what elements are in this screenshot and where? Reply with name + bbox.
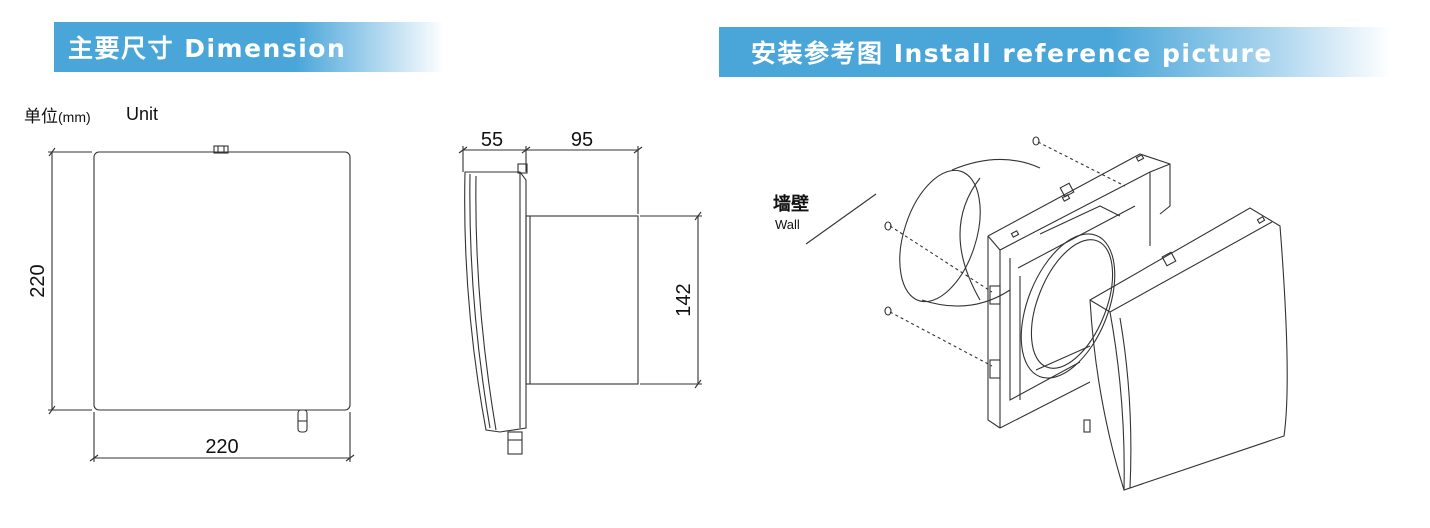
- unit-label-en: Unit: [126, 104, 159, 124]
- front-height-value: 220: [27, 264, 49, 297]
- duct-rear-opening: [899, 169, 981, 303]
- side-cover: [464, 171, 527, 433]
- side-view: [458, 146, 702, 455]
- side-duct: [525, 215, 639, 385]
- wall-leader-line: [805, 193, 877, 245]
- front-cover-panel: [1089, 207, 1288, 491]
- front-panel-outline: [93, 151, 351, 411]
- frame-top-edge: [987, 153, 1171, 237]
- screw-top-icon: [1032, 136, 1040, 146]
- screw-middle-icon: [884, 221, 892, 231]
- dimension-title-text: 主要尺寸 Dimension: [68, 34, 347, 63]
- unit-label-cn: 单位: [24, 107, 58, 126]
- front-width-value: 220: [205, 436, 238, 458]
- install-section-title: 安装参考图 Install reference picture: [719, 27, 1391, 77]
- dimension-section-title: 主要尺寸 Dimension: [54, 22, 444, 72]
- unit-label: 单位(mm): [24, 102, 91, 127]
- side-top-knob: [517, 163, 528, 174]
- wall-label-cn: 墙壁: [773, 194, 809, 215]
- screw-guide-top: [1037, 141, 1126, 187]
- install-exploded-view: [805, 136, 1288, 491]
- duct-front-ring: [1020, 233, 1116, 379]
- wall-label-en: Wall: [775, 217, 800, 232]
- install-title-text: 安装参考图 Install reference picture: [751, 39, 1273, 68]
- front-top-tab: [213, 145, 229, 154]
- side-depth-95-value: 95: [571, 129, 593, 151]
- screw-guide-bottom: [889, 311, 993, 367]
- front-view: [48, 145, 355, 462]
- side-depth-55-value: 55: [481, 129, 503, 151]
- screw-bottom-icon: [884, 306, 892, 316]
- duct-height-value: 142: [673, 283, 695, 316]
- unit-label-mm: (mm): [58, 109, 91, 125]
- side-pull-cord: [507, 431, 523, 455]
- screw-guide-middle: [889, 225, 993, 293]
